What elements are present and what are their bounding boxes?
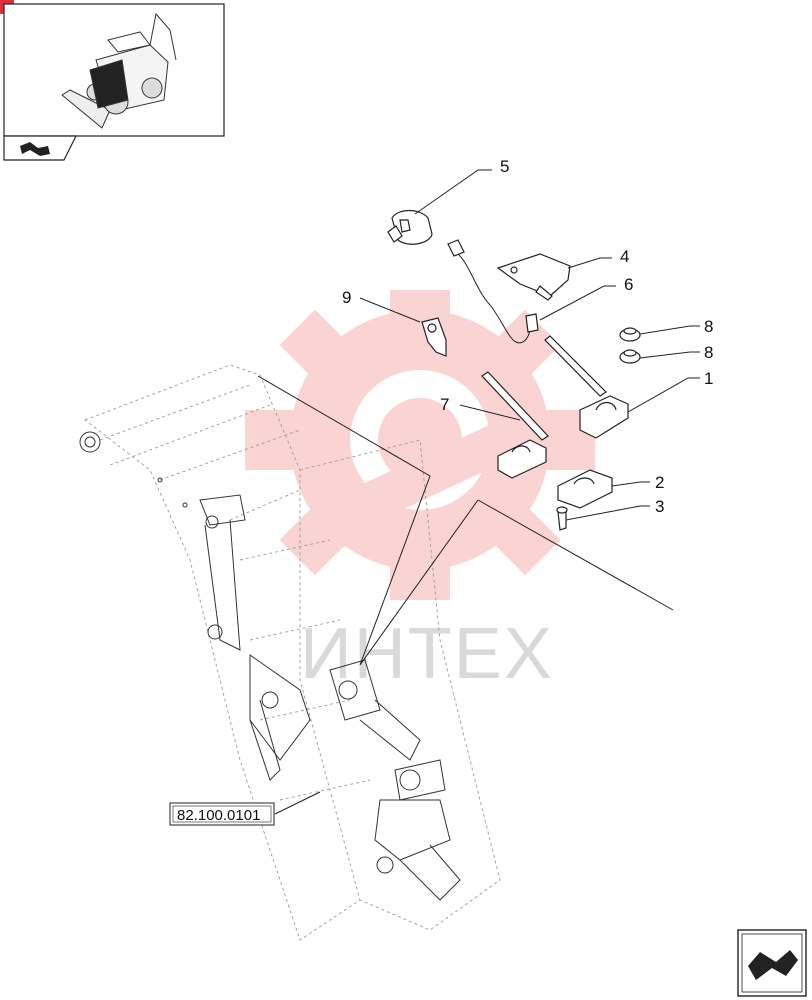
- watermark-text: ИНТЕХ: [300, 614, 554, 694]
- detail-zoom-lines: [257, 375, 674, 666]
- next-page-button[interactable]: [737, 929, 807, 997]
- callout-9: 9: [342, 288, 351, 307]
- callout-leaders: [274, 169, 700, 815]
- watermark-logo: [245, 290, 595, 600]
- part-6-sensor: [447, 239, 539, 344]
- backhoe-loader-thumbnail-icon: [61, 12, 177, 129]
- callout-3: 3: [655, 497, 664, 516]
- callout-2: 2: [655, 473, 664, 492]
- part-4-cover-plate: [496, 253, 571, 301]
- part-7-rod-clamp: [481, 371, 549, 479]
- part-1-rod-clamp: [544, 335, 629, 439]
- back-arrow-button[interactable]: [3, 135, 77, 161]
- reference-link-82-100-0101[interactable]: 82.100.0101: [169, 802, 275, 826]
- part-3-bolt: [556, 506, 568, 531]
- callout-7: 7: [440, 395, 449, 414]
- callout-1: 1: [704, 369, 713, 388]
- callout-4: 4: [620, 247, 629, 266]
- callout-6: 6: [624, 275, 633, 294]
- next-page-arrow-icon: [748, 950, 798, 980]
- part-2-clamp-half: [557, 469, 613, 509]
- callout-8-lower: 8: [704, 343, 713, 362]
- part-9-bracket: [421, 317, 447, 357]
- boom-assembly-outline: [79, 364, 501, 941]
- part-8-ring-lower: [619, 349, 641, 364]
- callout-5: 5: [500, 157, 509, 176]
- part-8-ring-upper: [619, 327, 641, 342]
- back-arrow-icon: [20, 142, 50, 156]
- callout-8-upper: 8: [704, 317, 713, 336]
- reference-label: 82.100.0101: [177, 807, 260, 824]
- thumbnail-panel[interactable]: [3, 3, 225, 137]
- part-5-hose-clamp: [387, 209, 433, 245]
